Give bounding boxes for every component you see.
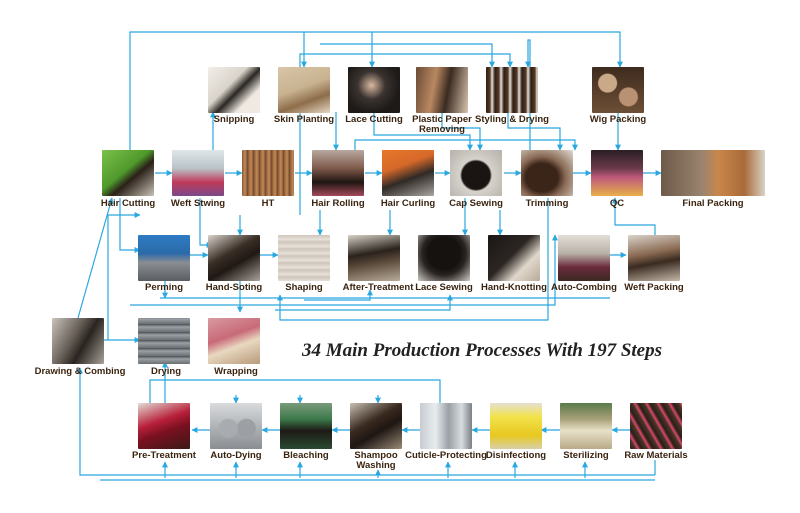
plastic-paper-removing-photo bbox=[416, 67, 468, 113]
label-drying: Drying bbox=[150, 366, 182, 377]
hand-soting-photo bbox=[208, 235, 260, 281]
raw-materials-photo bbox=[630, 403, 682, 449]
ht-photo bbox=[242, 150, 294, 196]
label-snipping: Snipping bbox=[213, 114, 255, 125]
weft-packing-photo bbox=[628, 235, 680, 281]
label-trimming: Trimming bbox=[525, 198, 569, 209]
label-after-treatment: After-Treatment bbox=[342, 282, 414, 293]
label-auto-dying: Auto-Dying bbox=[210, 450, 262, 461]
label-lace-cutting: Lace Cutting bbox=[345, 114, 403, 125]
label-plastic-paper-removing: Plastic Paper Removing bbox=[412, 114, 472, 135]
drying-photo bbox=[138, 318, 190, 364]
after-treatment-photo bbox=[348, 235, 400, 281]
hair-curling-photo bbox=[382, 150, 434, 196]
label-wrapping: Wrapping bbox=[214, 366, 258, 377]
disinfectiong-photo bbox=[490, 403, 542, 449]
wig-packing-photo bbox=[592, 67, 644, 113]
shampoo-washing-photo bbox=[350, 403, 402, 449]
wrapping-photo bbox=[208, 318, 260, 364]
cuticle-protecting-photo bbox=[420, 403, 472, 449]
lace-sewing-photo bbox=[418, 235, 470, 281]
label-final-packing: Final Packing bbox=[682, 198, 744, 209]
styling-drying-photo bbox=[486, 67, 538, 113]
label-raw-materials: Raw Materials bbox=[624, 450, 688, 461]
label-pre-treatment: Pre-Treatment bbox=[132, 450, 196, 461]
snipping-photo bbox=[208, 67, 260, 113]
trimming-photo bbox=[521, 150, 573, 196]
label-ht: HT bbox=[261, 198, 275, 209]
weft-stwing-photo bbox=[172, 150, 224, 196]
label-wig-packing: Wig Packing bbox=[589, 114, 647, 125]
label-weft-stwing: Weft Stwing bbox=[170, 198, 226, 209]
label-drawing-combing: Drawing & Combing bbox=[34, 366, 126, 377]
label-styling-drying: Styling & Drying bbox=[475, 114, 549, 125]
label-sterilizing: Sterilizing bbox=[563, 450, 609, 461]
shaping-photo bbox=[278, 235, 330, 281]
label-weft-packing: Weft Packing bbox=[624, 282, 684, 293]
hair-cutting-photo bbox=[102, 150, 154, 196]
label-hair-curling: Hair Curling bbox=[380, 198, 436, 209]
label-cuticle-protecting: Cuticle-Protecting bbox=[405, 450, 487, 461]
label-shampoo-washing: Shampoo Washing bbox=[354, 450, 398, 471]
final-packing-photo bbox=[661, 150, 765, 196]
cap-sewing-photo bbox=[450, 150, 502, 196]
qc-photo bbox=[591, 150, 643, 196]
label-lace-sewing: Lace Sewing bbox=[415, 282, 473, 293]
label-auto-combing: Auto-Combing bbox=[551, 282, 617, 293]
label-skin-planting: Skin Planting bbox=[273, 114, 335, 125]
label-bleaching: Bleaching bbox=[283, 450, 329, 461]
lace-cutting-photo bbox=[348, 67, 400, 113]
label-hair-rolling: Hair Rolling bbox=[311, 198, 365, 209]
auto-dying-photo bbox=[210, 403, 262, 449]
hand-knotting-photo bbox=[488, 235, 540, 281]
label-hair-cutting: Hair Cutting bbox=[100, 198, 156, 209]
perming-photo bbox=[138, 235, 190, 281]
label-hand-soting: Hand-Soting bbox=[205, 282, 263, 293]
label-shaping: Shaping bbox=[285, 282, 323, 293]
label-qc: QC bbox=[609, 198, 625, 209]
label-hand-knotting: Hand-Knotting bbox=[481, 282, 547, 293]
drawing-combing-photo bbox=[52, 318, 104, 364]
sterilizing-photo bbox=[560, 403, 612, 449]
label-disinfectiong: Disinfectiong bbox=[485, 450, 547, 461]
label-cap-sewing: Cap Sewing bbox=[449, 198, 503, 209]
bleaching-photo bbox=[280, 403, 332, 449]
pre-treatment-photo bbox=[138, 403, 190, 449]
hair-rolling-photo bbox=[312, 150, 364, 196]
label-perming: Perming bbox=[144, 282, 184, 293]
diagram-title: 34 Main Production Processes With 197 St… bbox=[302, 340, 662, 361]
skin-planting-photo bbox=[278, 67, 330, 113]
auto-combing-photo bbox=[558, 235, 610, 281]
